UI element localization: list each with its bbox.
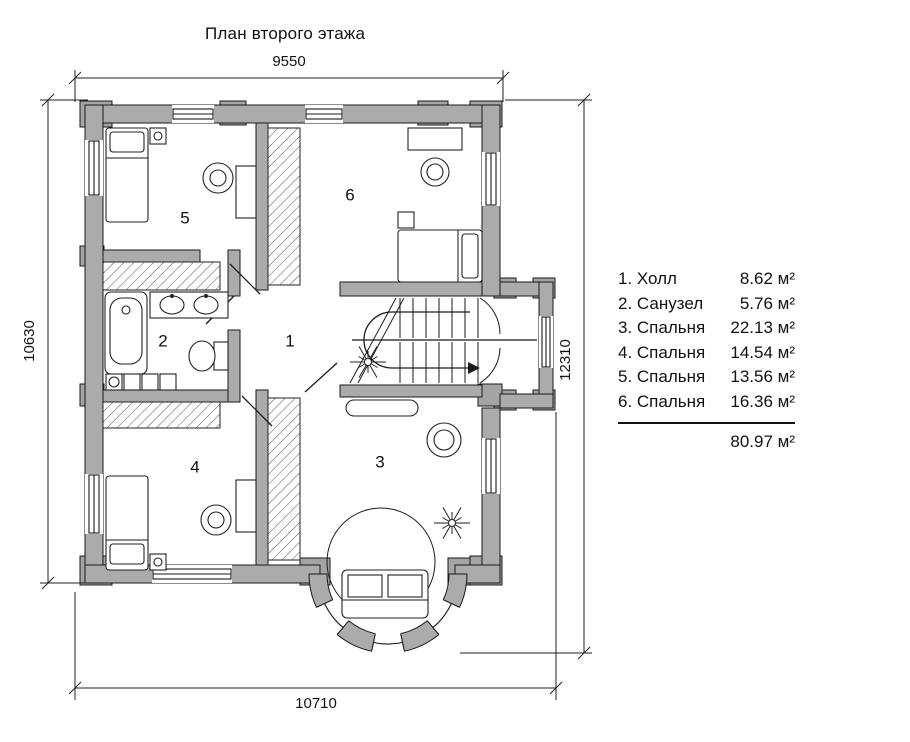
- legend-room-area: 5.76 м²: [739, 293, 795, 313]
- room4-furniture: [105, 475, 257, 571]
- toilet: [188, 340, 229, 372]
- room-legend: 1. Холл 8.62 м² 2. Санузел 5.76 м² 3. Сп…: [618, 267, 795, 453]
- dimension-right-label: 12310: [557, 339, 574, 381]
- desk: [235, 165, 257, 219]
- staircase: [349, 297, 537, 384]
- plant-icon: [433, 506, 471, 540]
- bed: [397, 229, 483, 283]
- door-leaf: [241, 395, 273, 427]
- legend-row-5: 5. Спальня 13.56 м²: [618, 365, 795, 390]
- window: [85, 474, 103, 534]
- room-label-6: 6: [345, 186, 354, 205]
- dimension-bottom-label: 10710: [295, 695, 337, 712]
- legend-divider: [618, 421, 795, 424]
- bay-window-wall: [308, 573, 468, 654]
- room-label-1: 1: [285, 332, 294, 351]
- bay-window: [315, 599, 350, 636]
- room-label-3: 3: [375, 453, 384, 472]
- legend-room-name: 3. Спальня: [618, 318, 706, 338]
- chair: [202, 162, 234, 194]
- room-label-4: 4: [190, 458, 199, 477]
- room-label-2: 2: [158, 332, 167, 351]
- bathroom-fixtures: [104, 291, 229, 391]
- nightstand: [149, 127, 167, 145]
- wardrobe: [102, 401, 221, 429]
- room-label-5: 5: [180, 209, 189, 228]
- legend-room-area: 16.36 м²: [730, 391, 795, 411]
- legend-room-name: 2. Санузел: [618, 293, 704, 313]
- dimension-left: 10630: [21, 93, 88, 590]
- legend-room-area: 8.62 м²: [739, 269, 795, 288]
- legend-room-name: 4. Спальня: [618, 342, 706, 362]
- bed: [105, 127, 149, 223]
- room6-furniture: [397, 127, 483, 283]
- chair: [200, 504, 232, 536]
- room-numbers: 1 2 3 4 5 6: [158, 186, 384, 477]
- legend-row-3: 3. Спальня 22.13 м²: [618, 316, 795, 341]
- washer-cabinets: [105, 373, 177, 391]
- nightstand: [397, 211, 415, 229]
- legend-room-name: 1. Холл: [618, 269, 677, 288]
- window: [152, 565, 232, 583]
- legend-room-area: 13.56 м²: [730, 367, 795, 387]
- legend-room-area: 22.13 м²: [730, 318, 795, 338]
- window: [539, 316, 553, 368]
- desk: [407, 127, 463, 151]
- door-leaf: [229, 263, 261, 295]
- room5-furniture: [105, 127, 257, 223]
- legend-row-6: 6. Спальня 16.36 м²: [618, 390, 795, 415]
- wardrobe: [267, 397, 301, 561]
- bed: [105, 475, 149, 571]
- dimension-top: 9550: [68, 53, 510, 102]
- total-area: 80.97 м²: [730, 431, 795, 451]
- dimension-top-label: 9550: [272, 53, 305, 70]
- stairs-direction-arrow: [363, 311, 480, 374]
- tv-stand: [345, 399, 419, 417]
- bay-window: [371, 632, 405, 654]
- window: [305, 105, 343, 123]
- legend-room-area: 14.54 м²: [730, 342, 795, 362]
- bay-window: [426, 599, 461, 636]
- legend-row-4: 4. Спальня 14.54 м²: [618, 341, 795, 366]
- window: [85, 140, 103, 196]
- legend-row-1: 1. Холл 8.62 м²: [618, 267, 795, 292]
- legend-room-name: 6. Спальня: [618, 391, 706, 411]
- chair: [420, 157, 450, 187]
- window: [172, 105, 214, 123]
- dimension-left-label: 10630: [21, 320, 38, 362]
- wardrobe: [267, 127, 301, 286]
- room3-furniture: [326, 399, 462, 619]
- double-sink: [149, 291, 229, 319]
- window: [482, 438, 500, 494]
- windows: [85, 105, 553, 654]
- page-title: План второго этажа: [205, 24, 366, 43]
- desk: [235, 479, 257, 533]
- wardrobe: [102, 261, 221, 291]
- window: [482, 152, 500, 206]
- dimension-bottom: 10710: [68, 412, 563, 712]
- dimension-right: 12310: [460, 93, 592, 660]
- interior-walls: [102, 122, 483, 566]
- door-leaves: [205, 263, 338, 427]
- armchair: [426, 422, 462, 458]
- legend-row-2: 2. Санузел 5.76 м²: [618, 292, 795, 317]
- legend-room-name: 5. Спальня: [618, 367, 706, 387]
- door-leaf: [304, 362, 338, 393]
- nightstand: [149, 553, 167, 571]
- bathtub: [104, 291, 148, 375]
- wardrobes: [102, 127, 301, 561]
- sofa: [341, 569, 429, 619]
